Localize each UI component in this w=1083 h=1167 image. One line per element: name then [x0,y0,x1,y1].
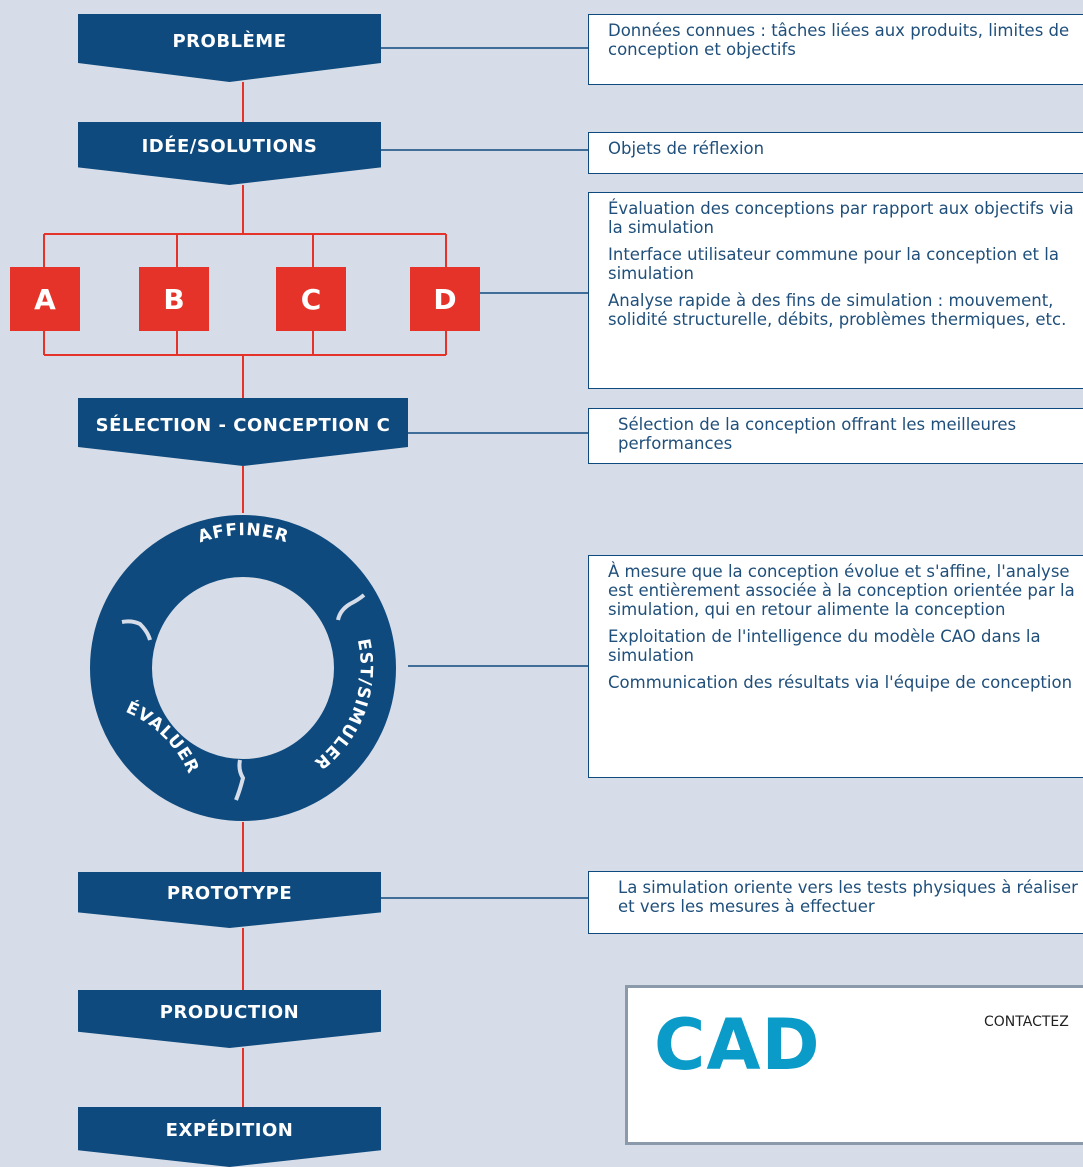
stage-label: SÉLECTION - CONCEPTION C [95,414,391,436]
description-line: Interface utilisateur commune pour la co… [608,245,1059,283]
flow-connectors [43,82,447,1107]
stage-label: EXPÉDITION [165,1119,294,1141]
cycle-label-test: TEST/SIMULER [0,0,376,774]
description-line: Données connues : tâches liées aux produ… [608,21,1070,59]
option-b: B [139,267,209,331]
option-c: C [276,267,346,331]
description-line: Exploitation de l'intelligence du modèle… [608,627,1041,665]
description-prototype: La simulation oriente vers les tests phy… [588,871,1083,934]
contact-label[interactable]: CONTACTEZ [984,1014,1069,1030]
stage-expedition: EXPÉDITION [78,1107,381,1167]
description-line: Communication des résultats via l'équipe… [608,673,1073,692]
description-line: La simulation oriente vers les tests phy… [618,878,1078,916]
description-probleme: Données connues : tâches liées aux produ… [588,14,1083,85]
description-line: Sélection de la conception offrant les m… [618,415,1017,453]
description-line: Objets de réflexion [608,139,765,158]
option-d: D [410,267,480,331]
stage-label: PRODUCTION [159,1001,300,1023]
description-options: Évaluation des conceptions par rapport a… [588,192,1083,389]
description-leaders [381,47,588,899]
cad-logo: CAD [654,1004,821,1086]
description-line: À mesure que la conception évolue et s'a… [608,562,1075,619]
description-idee: Objets de réflexion [588,132,1083,174]
stage-label: PROBLÈME [172,30,287,52]
description-cycle: À mesure que la conception évolue et s'a… [588,555,1083,778]
stage-label: PROTOTYPE [166,882,293,904]
option-a: A [10,267,80,331]
description-selection: Sélection de la conception offrant les m… [588,408,1083,464]
description-line: Analyse rapide à des fins de simulation … [608,291,1067,329]
contact-panel: CAD CONTACTEZ [625,985,1083,1145]
description-line: Évaluation des conceptions par rapport a… [608,199,1074,237]
stage-label: IDÉE/SOLUTIONS [141,136,318,157]
